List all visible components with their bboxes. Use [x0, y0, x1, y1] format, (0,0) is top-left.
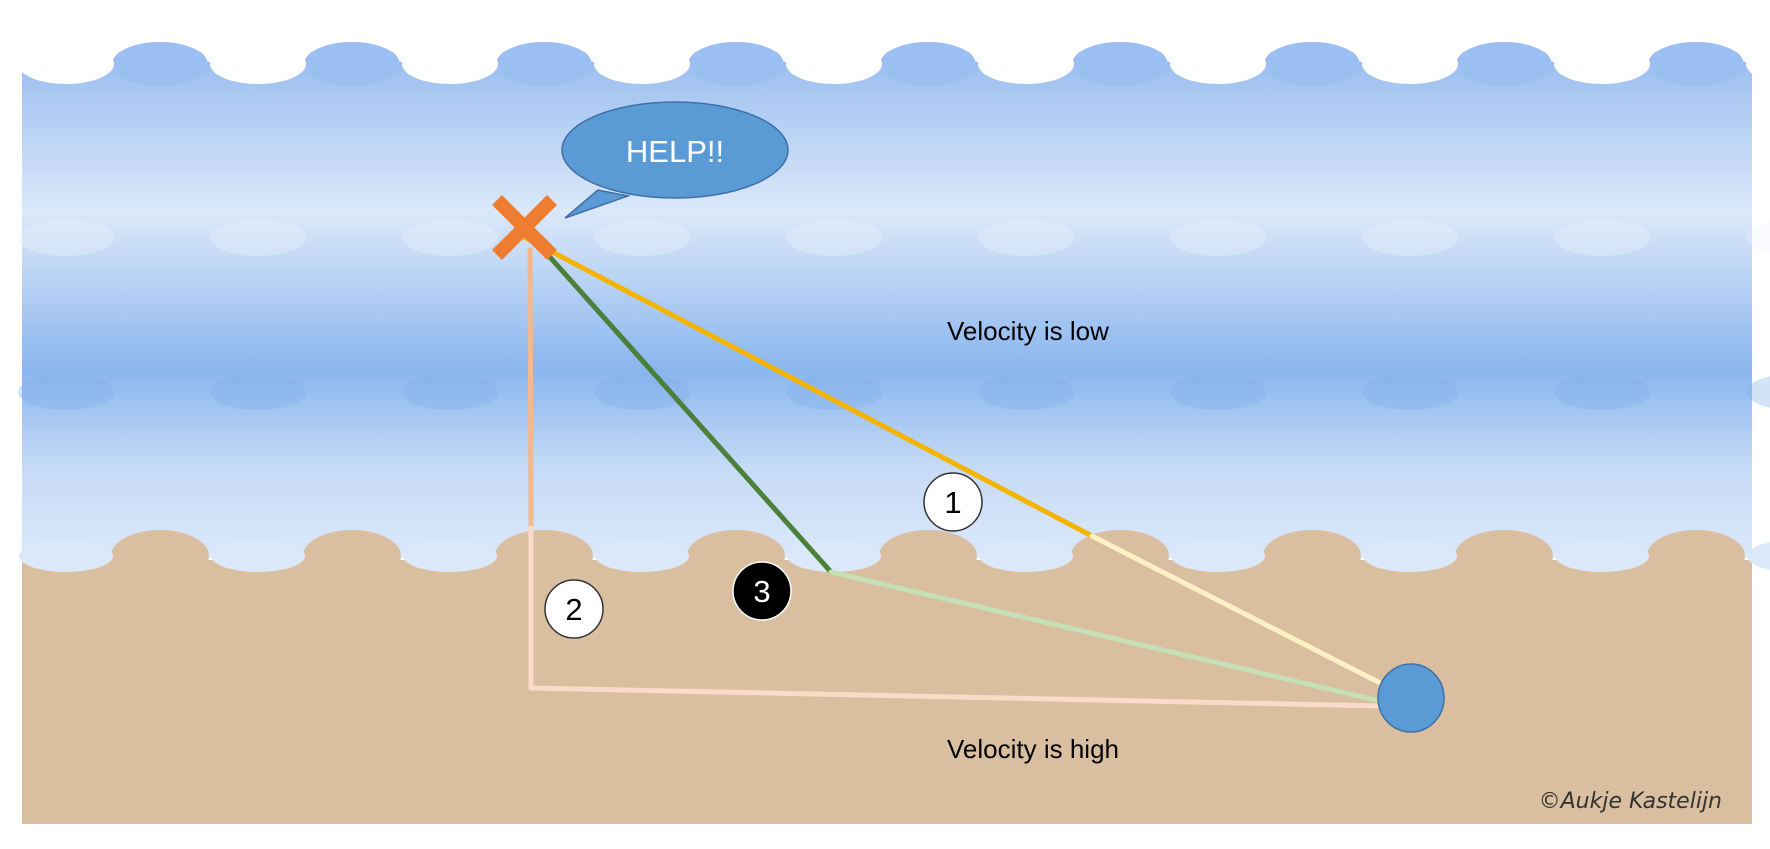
wave-gap	[1362, 44, 1458, 84]
wave-band	[1746, 376, 1770, 408]
route-2-sand-segment-horizontal	[528, 685, 1385, 709]
water-scallop	[19, 540, 113, 572]
water-scallop	[211, 540, 305, 572]
wave-band	[786, 374, 882, 410]
credit-text: ©Aukje Kastelijn	[1539, 789, 1722, 814]
velocity-high-label: Velocity is high	[947, 734, 1119, 764]
sand-bump	[1647, 530, 1745, 582]
wave-band	[594, 374, 690, 410]
wave-band	[1362, 374, 1458, 410]
wave-band	[1554, 374, 1650, 410]
water-scallop	[1747, 542, 1770, 570]
speech-bubble: HELP!!	[561, 101, 789, 219]
wave-band	[18, 220, 114, 256]
wave-bump	[880, 42, 976, 86]
wave-gap	[402, 44, 498, 84]
wave-gap	[978, 44, 1074, 84]
wave-bump	[1648, 42, 1744, 86]
sand-area	[19, 530, 1770, 824]
route-3-sand-segment	[828, 569, 1387, 705]
velocity-low-label: Velocity is low	[947, 316, 1109, 346]
wave-band	[1170, 220, 1266, 256]
wave-gap	[210, 44, 306, 84]
wave-band	[402, 374, 498, 410]
water-surface-waves	[18, 42, 1770, 410]
route-1-marker: 1	[923, 472, 983, 532]
speech-bubble-tail	[564, 189, 631, 219]
water-scallop	[1171, 540, 1265, 572]
wave-band	[18, 374, 114, 410]
wave-bump	[1072, 42, 1168, 86]
wave-band	[594, 220, 690, 256]
wave-gap	[594, 44, 690, 84]
wave-band	[978, 374, 1074, 410]
route-1-water-segment	[519, 233, 1095, 539]
water-scallop	[787, 540, 881, 572]
route-3-water-segment	[537, 243, 834, 575]
wave-gap	[18, 44, 114, 84]
wave-band	[786, 220, 882, 256]
wave-gap	[1170, 44, 1266, 84]
route-3-marker-label: 3	[753, 574, 770, 609]
wave-band	[1362, 220, 1458, 256]
sand-bump	[879, 530, 977, 582]
wave-gap	[786, 44, 882, 84]
sand-bump	[1071, 530, 1169, 582]
water-scallop	[1363, 540, 1457, 572]
wave-bump	[1264, 42, 1360, 86]
wave-band	[210, 374, 306, 410]
routes	[519, 233, 1393, 709]
wave-band	[1746, 222, 1770, 254]
water-scallop	[1555, 540, 1649, 572]
sand-body	[22, 560, 1752, 824]
wave-bump	[304, 42, 400, 86]
wave-bump	[112, 42, 208, 86]
route-3-marker: 3	[732, 561, 792, 621]
wave-band	[978, 220, 1074, 256]
sand-bump	[303, 530, 401, 582]
wave-gap	[1746, 46, 1770, 82]
route-2-water-segment	[527, 247, 534, 531]
water-area	[22, 62, 1752, 558]
wave-band	[1170, 374, 1266, 410]
sand-bump	[111, 530, 209, 582]
wave-band	[402, 220, 498, 256]
speech-bubble-body	[561, 101, 789, 199]
water-scallop	[595, 540, 689, 572]
water-scallop	[979, 540, 1073, 572]
route-1-sand-segment	[1089, 533, 1393, 691]
lifeguard-circle	[1377, 663, 1445, 733]
sand-bump	[1455, 530, 1553, 582]
speech-bubble-text: HELP!!	[626, 134, 724, 169]
wave-bump	[496, 42, 592, 86]
sand-bump	[495, 530, 593, 582]
wave-bump	[1456, 42, 1552, 86]
wave-bump	[688, 42, 784, 86]
wave-gap	[1554, 44, 1650, 84]
route-1-marker-label: 1	[944, 485, 961, 520]
sand-bump	[1263, 530, 1361, 582]
route-2-marker-label: 2	[565, 592, 582, 627]
water-scallop	[403, 540, 497, 572]
route-2-marker: 2	[544, 579, 604, 639]
swimmer-x-icon	[492, 195, 557, 260]
wave-band	[210, 220, 306, 256]
wave-band	[1554, 220, 1650, 256]
